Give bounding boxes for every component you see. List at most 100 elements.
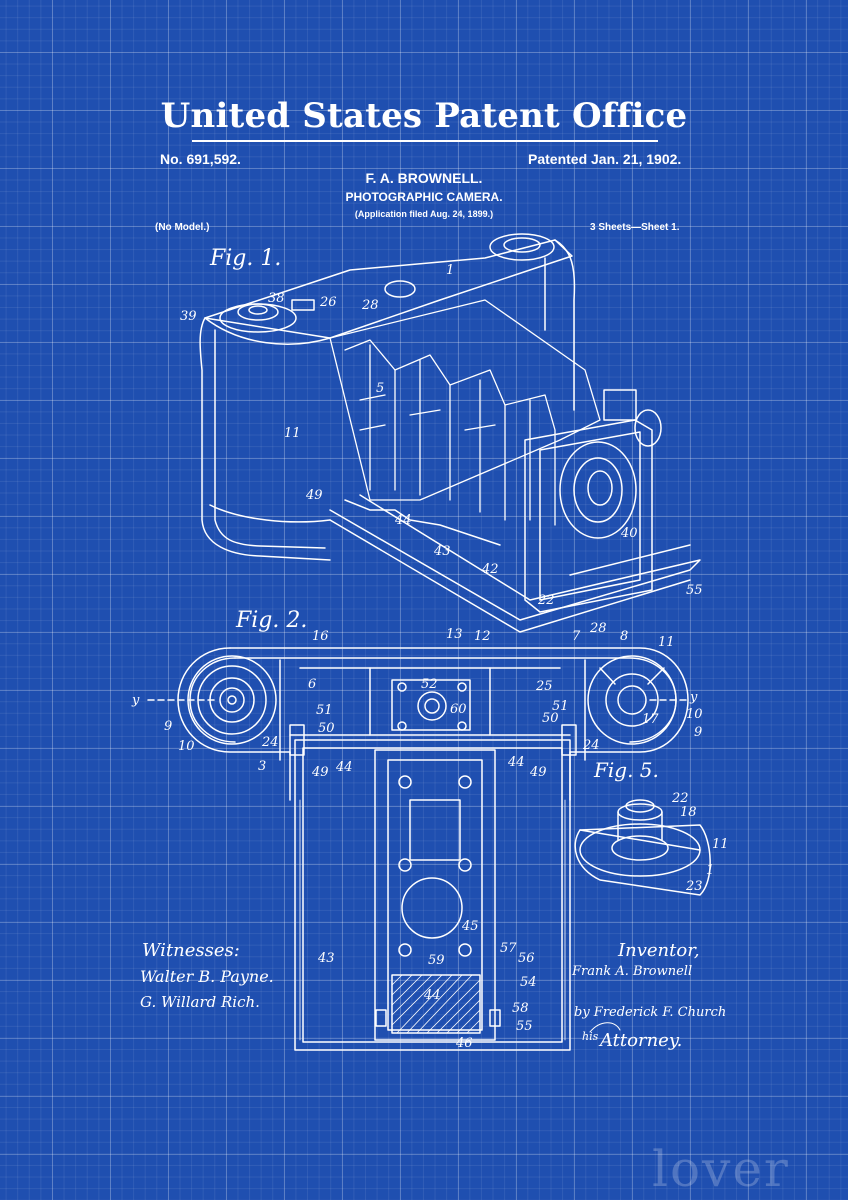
svg-text:12: 12	[474, 629, 491, 644]
svg-text:59: 59	[428, 953, 445, 968]
center-lens	[418, 692, 446, 720]
knob-plate	[292, 300, 314, 310]
svg-text:11: 11	[712, 837, 729, 852]
svg-text:55: 55	[516, 1019, 533, 1034]
svg-text:46: 46	[455, 1036, 473, 1051]
svg-text:54: 54	[520, 975, 537, 990]
finder-top	[490, 234, 554, 260]
film-plate	[375, 750, 495, 1040]
svg-text:3: 3	[258, 759, 266, 774]
inventor-name: F. A. BROWNELL.	[365, 170, 483, 186]
reference-numerals: 1 39 38 26 28 5 11 49 44 43 42 22 40 55 …	[131, 263, 729, 1051]
application-date: (Application filed Aug. 24, 1899.)	[354, 209, 494, 219]
svg-text:44: 44	[507, 755, 525, 770]
svg-text:8: 8	[620, 629, 628, 644]
lens-outer-ring	[560, 442, 636, 538]
svg-text:39: 39	[180, 309, 197, 324]
watermark: lover	[652, 1140, 790, 1198]
camera-body-left	[200, 318, 330, 560]
front-finder	[604, 390, 636, 420]
svg-text:60: 60	[450, 702, 467, 717]
svg-text:9: 9	[164, 719, 172, 734]
svg-text:11: 11	[284, 426, 301, 441]
svg-text:23: 23	[685, 879, 703, 894]
camera-body-inner	[215, 330, 325, 548]
svg-text:44: 44	[335, 760, 353, 775]
svg-text:18: 18	[680, 805, 697, 820]
svg-text:11: 11	[658, 635, 675, 650]
svg-text:51: 51	[552, 699, 569, 714]
svg-text:6: 6	[308, 677, 316, 692]
svg-text:5: 5	[376, 381, 384, 396]
svg-text:55: 55	[686, 583, 703, 598]
svg-text:52: 52	[421, 677, 438, 692]
exposure-opening	[402, 878, 462, 938]
inventor-signature: Frank A. Brownell	[572, 964, 693, 979]
svg-text:7: 7	[572, 629, 581, 644]
figure-5-knob	[575, 800, 710, 895]
svg-text:28: 28	[361, 298, 379, 313]
svg-text:9: 9	[694, 725, 702, 740]
svg-text:45: 45	[461, 919, 479, 934]
figure-2-section	[178, 648, 688, 800]
camera-bed	[330, 495, 700, 620]
film-window	[410, 800, 460, 860]
section-outer-right	[230, 648, 688, 752]
svg-text:26: 26	[319, 295, 337, 310]
svg-text:58: 58	[512, 1001, 529, 1016]
camera-back-frame	[295, 740, 570, 1050]
figure-1-camera	[200, 234, 700, 632]
fig-5-label: Fig. 5.	[594, 758, 659, 782]
title-underline	[192, 140, 658, 142]
svg-text:44: 44	[423, 988, 441, 1003]
front-finder-lens	[635, 410, 661, 446]
svg-text:24: 24	[582, 738, 600, 753]
svg-text:42: 42	[481, 562, 499, 577]
svg-text:24: 24	[261, 735, 279, 750]
svg-text:28: 28	[589, 621, 607, 636]
svg-text:25: 25	[535, 679, 553, 694]
top-button	[385, 281, 415, 297]
knob-top	[626, 800, 654, 812]
svg-text:10: 10	[178, 739, 195, 754]
sheet-number: 3 Sheets—Sheet 1.	[590, 222, 680, 233]
witnesses-label: Witnesses:	[142, 940, 240, 961]
attorney-his: his	[582, 1030, 599, 1043]
witness-2-signature: G. Willard Rich.	[140, 993, 260, 1011]
figure-2-body	[290, 725, 576, 1050]
camera-body-right	[555, 240, 574, 410]
winding-knob-base	[220, 304, 296, 332]
svg-text:1: 1	[706, 863, 714, 878]
patent-number: No. 691,592.	[160, 151, 241, 167]
inventor-label: Inventor,	[618, 940, 700, 961]
lens-glass	[588, 471, 612, 505]
svg-text:10: 10	[686, 707, 703, 722]
model-note: (No Model.)	[155, 222, 210, 233]
svg-text:13: 13	[446, 627, 463, 642]
svg-text:50: 50	[542, 711, 559, 726]
bellows	[330, 300, 600, 525]
svg-text:22: 22	[537, 593, 555, 608]
patent-date: Patented Jan. 21, 1902.	[528, 151, 682, 167]
camera-body-bottom-line	[210, 505, 330, 522]
svg-text:16: 16	[312, 629, 329, 644]
witness-1-signature: Walter B. Payne.	[140, 967, 274, 986]
fig-2-label: Fig. 2.	[236, 608, 308, 633]
svg-text:y: y	[689, 690, 698, 705]
winding-knob	[238, 304, 278, 320]
invention-title: PHOTOGRAPHIC CAMERA.	[345, 190, 503, 204]
svg-text:1: 1	[446, 263, 454, 278]
attorney-signature: by Frederick F. Church	[574, 1005, 727, 1020]
svg-text:49: 49	[305, 488, 323, 503]
svg-text:38: 38	[268, 291, 285, 306]
patent-office-title: United States Patent Office	[160, 96, 688, 136]
svg-text:y: y	[131, 693, 140, 708]
camera-body-edge	[205, 318, 330, 344]
svg-text:43: 43	[433, 544, 451, 559]
svg-text:49: 49	[311, 765, 329, 780]
svg-text:51: 51	[316, 703, 333, 718]
svg-text:17: 17	[642, 712, 659, 727]
hatched-block	[392, 975, 480, 1033]
knob-plate-detail	[575, 825, 710, 895]
